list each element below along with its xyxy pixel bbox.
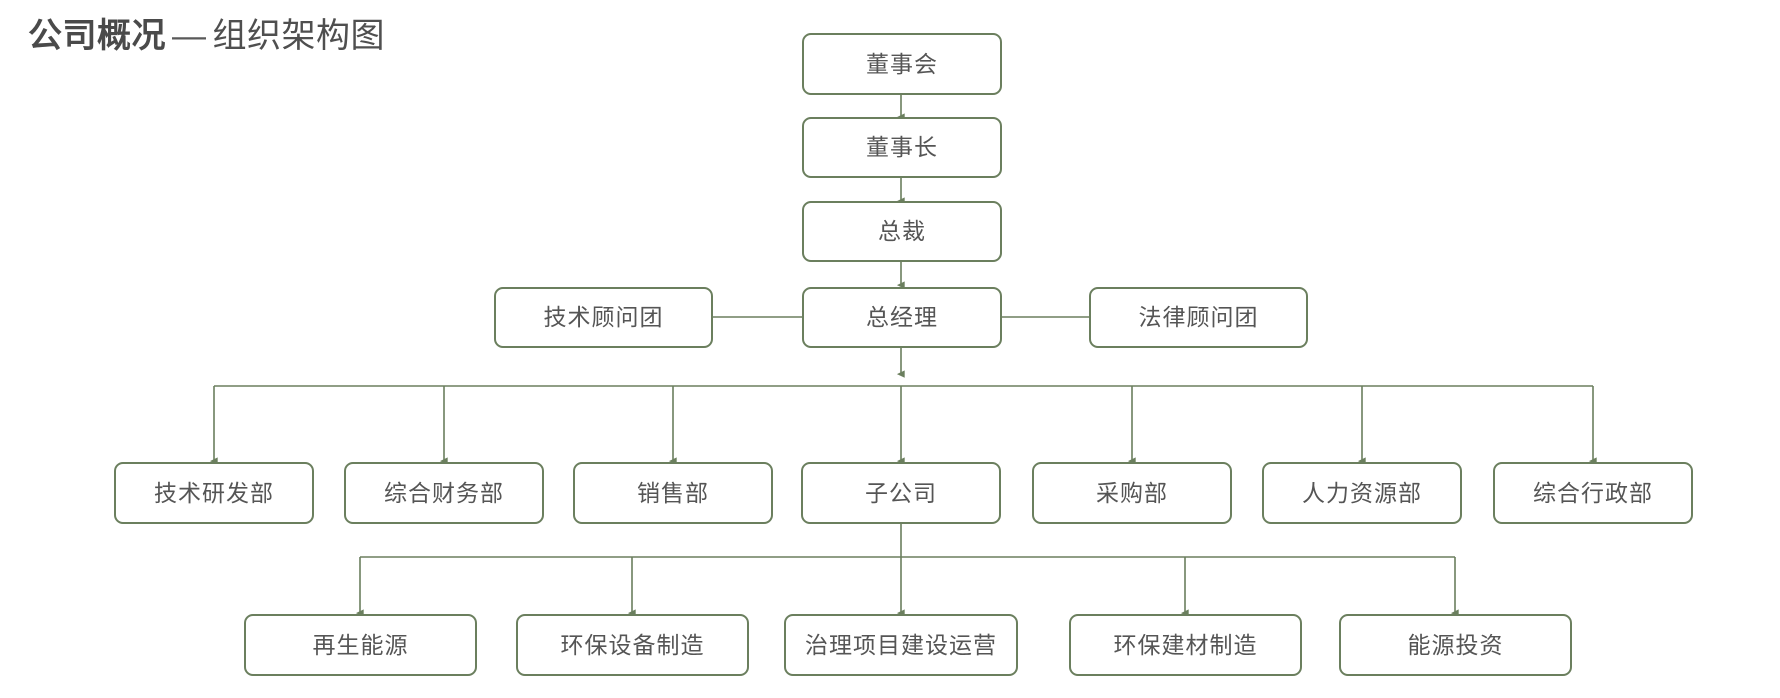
node-dept-subsidiary[interactable]: 子公司 [801, 462, 1001, 524]
node-sub-equipment[interactable]: 环保设备制造 [516, 614, 749, 676]
node-dept-rd[interactable]: 技术研发部 [114, 462, 314, 524]
node-chairman[interactable]: 董事长 [802, 117, 1002, 178]
node-sub-materials[interactable]: 环保建材制造 [1069, 614, 1302, 676]
node-sub-renewable[interactable]: 再生能源 [244, 614, 477, 676]
node-board[interactable]: 董事会 [802, 33, 1002, 95]
node-dept-sales[interactable]: 销售部 [573, 462, 773, 524]
node-dept-purchasing[interactable]: 采购部 [1032, 462, 1232, 524]
page-title-rest: 组织架构图 [212, 17, 385, 55]
node-tech-advisors[interactable]: 技术顾问团 [494, 287, 713, 348]
node-sub-project[interactable]: 治理项目建设运营 [784, 614, 1018, 676]
node-sub-investment[interactable]: 能源投资 [1339, 614, 1572, 676]
node-general-manager[interactable]: 总经理 [802, 287, 1002, 348]
page-title-dash: — [172, 17, 207, 55]
node-president[interactable]: 总裁 [802, 201, 1002, 262]
page-title: 公司概况—组织架构图 [28, 8, 385, 57]
node-legal-advisors[interactable]: 法律顾问团 [1089, 287, 1308, 348]
node-dept-finance[interactable]: 综合财务部 [344, 462, 544, 524]
node-dept-admin[interactable]: 综合行政部 [1493, 462, 1693, 524]
node-dept-hr[interactable]: 人力资源部 [1262, 462, 1462, 524]
page-title-strong: 公司概况 [28, 17, 166, 55]
